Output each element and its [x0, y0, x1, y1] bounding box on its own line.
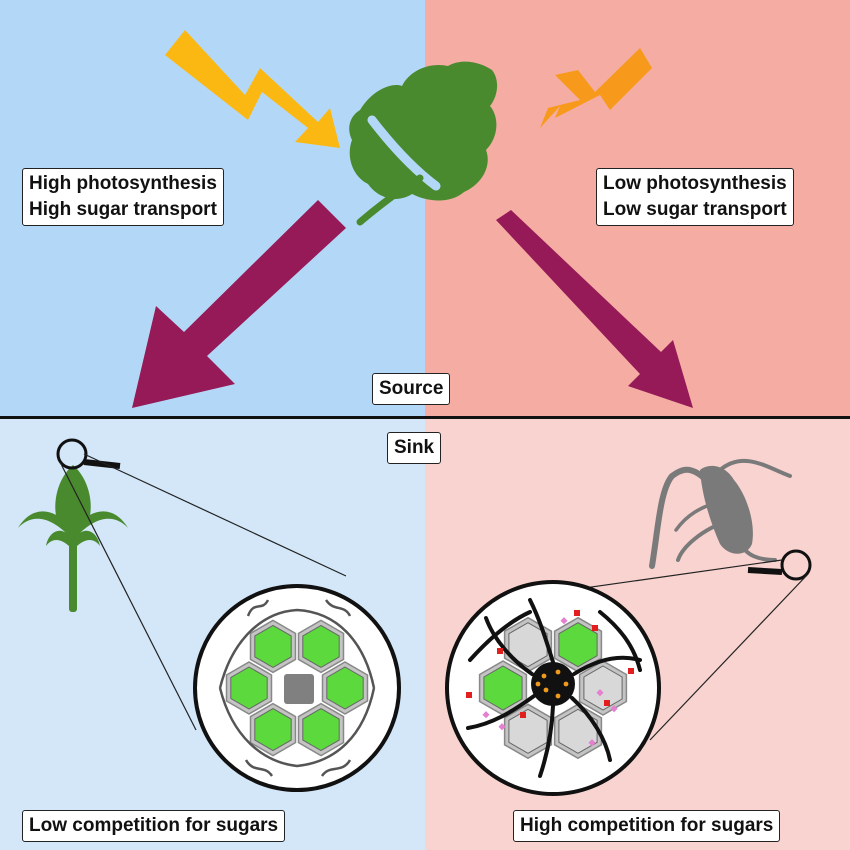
high-competition-caption: High competition for sugars: [513, 810, 781, 842]
lightning-bolt-icon-strong: [165, 30, 340, 148]
cell-interior: [230, 666, 268, 710]
magnifier-icon-right: [747, 549, 812, 581]
source-low-label: Low photosynthesis Low sugar transport: [596, 168, 794, 226]
cell-interior: [302, 708, 340, 752]
source-sink-divider: [0, 416, 850, 419]
cell-interior: [583, 665, 623, 711]
magnifier-icon-left: [56, 438, 121, 470]
transport-high-text: High sugar transport: [29, 199, 217, 220]
cell-interior: [254, 708, 292, 752]
sink-label: Sink: [387, 432, 442, 464]
cell-interior: [302, 624, 340, 668]
leaf-icon: [349, 61, 498, 226]
cell-interior: [558, 708, 598, 754]
source-high-label: High photosynthesis High sugar transport: [22, 168, 224, 226]
source-label: Source: [372, 373, 451, 405]
infested-vascular-cross-section: [445, 580, 661, 796]
cell-interior: [508, 622, 548, 668]
low-transport-arrow: [496, 210, 693, 408]
lightning-bolt-icon-weak: [540, 48, 652, 128]
cell-interior: [326, 666, 364, 710]
low-competition-caption: Low competition for sugars: [22, 810, 286, 842]
photosynthesis-low-text: Low photosynthesis: [603, 173, 787, 194]
aphid-icon: [649, 458, 792, 569]
plant-shoot-icon: [18, 465, 128, 612]
high-transport-arrow: [132, 200, 346, 408]
transport-low-text: Low sugar transport: [603, 199, 787, 220]
healthy-vascular-cross-section: [193, 584, 401, 792]
cell-interior: [558, 622, 598, 668]
cell-interior: [483, 665, 523, 711]
cell-interior: [254, 624, 292, 668]
photosynthesis-high-text: High photosynthesis: [29, 173, 217, 194]
cell-interior: [508, 708, 548, 754]
